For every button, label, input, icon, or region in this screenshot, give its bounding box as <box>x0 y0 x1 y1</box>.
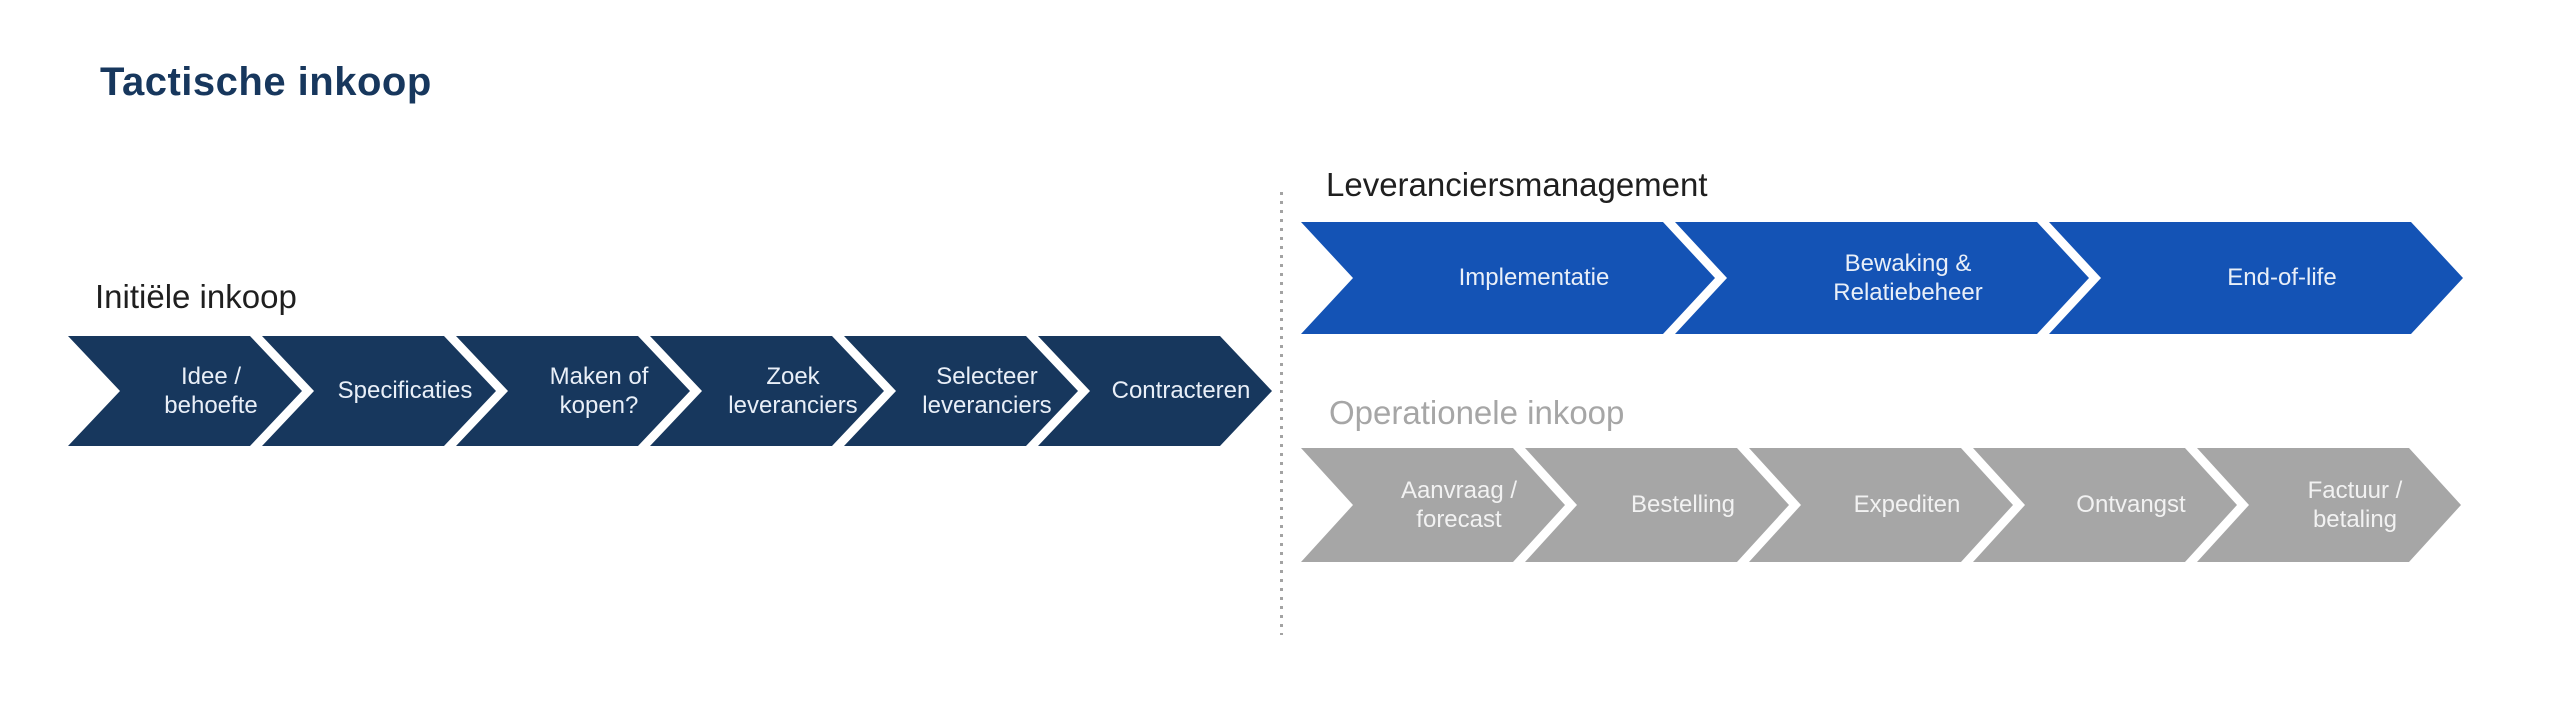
process-step-end-of-life: End-of-life <box>2049 222 2463 334</box>
chevron-row-initiele-inkoop: Idee / behoefte Specificaties Maken of k… <box>68 336 1272 446</box>
process-step-zoek-leveranciers: Zoek leveranciers <box>650 336 884 446</box>
section-heading-initiele-inkoop: Initiële inkoop <box>95 278 297 315</box>
process-step-label: Ontvangst <box>2076 491 2186 519</box>
section-heading-leveranciersmanagement: Leveranciersmanagement <box>1326 166 1708 203</box>
process-step-aanvraag-forecast: Aanvraag / forecast <box>1301 448 1565 562</box>
process-step-label: Contracteren <box>1111 377 1251 405</box>
process-step-label: End-of-life <box>2227 264 2337 292</box>
process-step-label: Implementatie <box>1458 264 1610 292</box>
process-step-contracteren: Contracteren <box>1038 336 1272 446</box>
process-step-idee-behoefte: Idee / behoefte <box>68 336 302 446</box>
chevron-row-leveranciersmanagement: Implementatie Bewaking & Relatiebeheer E… <box>1301 222 2463 334</box>
process-step-label: Selecteer leveranciers <box>922 362 1052 419</box>
page-title: Tactische inkoop <box>100 60 432 104</box>
process-step-label: Maken of kopen? <box>549 362 649 419</box>
process-step-label: Zoek leveranciers <box>728 362 858 419</box>
process-step-label: Expediten <box>1853 491 1961 519</box>
process-step-label: Factuur / betaling <box>2307 476 2403 533</box>
section-heading-operationele-inkoop: Operationele inkoop <box>1329 394 1625 431</box>
process-step-label: Bestelling <box>1630 491 1736 519</box>
dotted-vertical-divider <box>1280 192 1283 635</box>
process-step-label: Idee / behoefte <box>164 362 258 419</box>
process-step-bewaking-relatiebeheer: Bewaking & Relatiebeheer <box>1675 222 2089 334</box>
process-step-label: Specificaties <box>337 377 473 405</box>
process-step-implementatie: Implementatie <box>1301 222 1715 334</box>
process-step-label: Bewaking & Relatiebeheer <box>1833 249 1983 306</box>
chevron-row-operationele-inkoop: Aanvraag / forecast Bestelling Expediten… <box>1301 448 2461 562</box>
process-step-label: Aanvraag / forecast <box>1400 476 1518 533</box>
